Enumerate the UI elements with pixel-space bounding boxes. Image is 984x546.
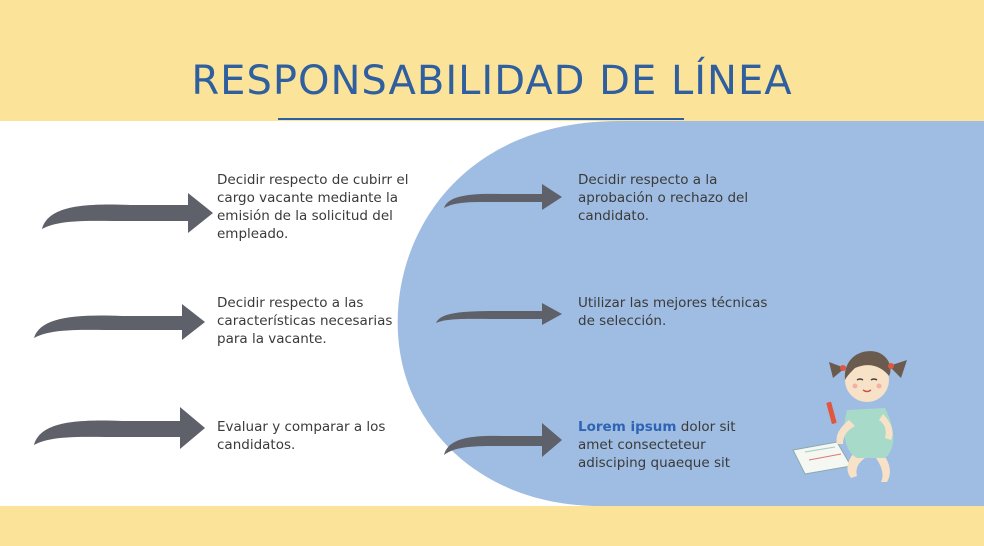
right-item-text-3: Lorem ipsum dolor sit amet consecteteur … <box>578 418 758 472</box>
top-band <box>0 0 984 121</box>
bottom-band <box>0 506 984 546</box>
right-arrow-icon <box>436 303 562 325</box>
right-arrow-icon <box>444 423 562 457</box>
right-item-text-1: Decidir respecto a la aprobación o recha… <box>578 172 749 224</box>
right-arrow-icon <box>34 304 205 340</box>
left-item-text-3: Evaluar y comparar a los candidatos. <box>217 419 386 453</box>
girl-drawing-illustration <box>792 351 907 482</box>
right-arrow-icon <box>42 193 213 233</box>
lorem-ipsum-highlight: Lorem ipsum <box>578 419 677 435</box>
left-item-text-1: Decidir respecto de cubirr el cargo vaca… <box>217 172 409 242</box>
left-item-text-2: Decidir respecto a las características n… <box>217 295 393 347</box>
right-item-text-2: Utilizar las mejores técnicas de selecci… <box>578 295 768 329</box>
right-arrow-icon <box>444 184 562 210</box>
title-underline <box>278 118 684 120</box>
right-item-text-3-body: dolor sit amet consecteteur adisciping q… <box>578 419 736 471</box>
page-title: RESPONSABILIDAD DE LÍNEA <box>191 58 793 104</box>
right-arrow-icon <box>34 407 205 449</box>
